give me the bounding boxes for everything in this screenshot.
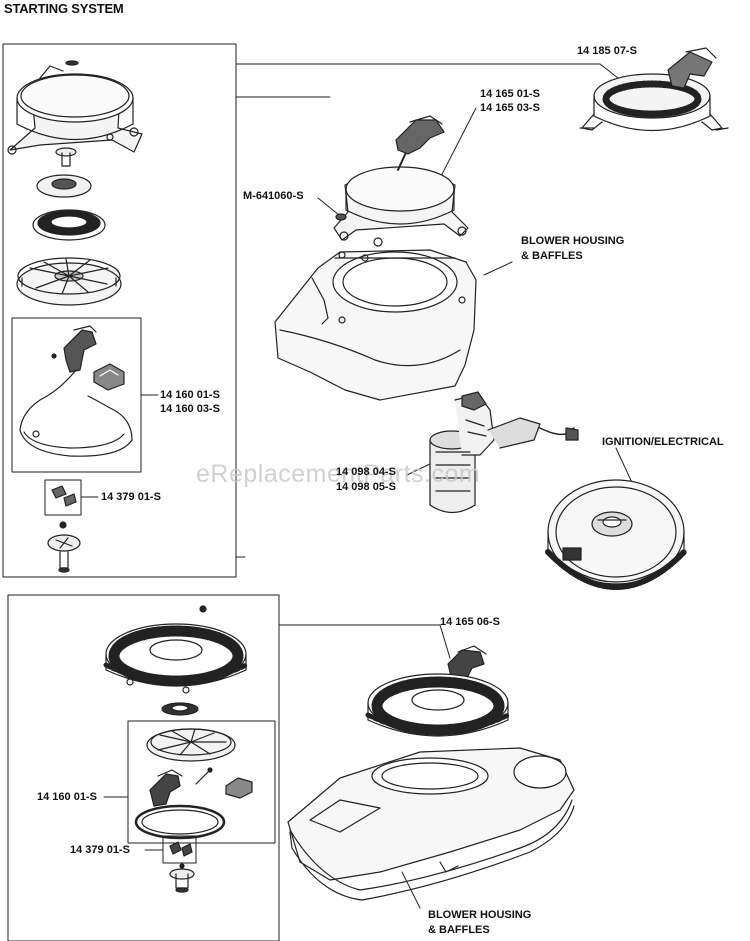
spring-cup-part (36, 174, 92, 198)
recoil-assembly-lower-right-part (365, 645, 511, 737)
blower-housing-upper-part (274, 249, 477, 401)
pin-part (51, 353, 57, 359)
handle-part (63, 325, 97, 373)
recoil-housing-part (7, 60, 143, 155)
label-14-165-03-s: 14 165 03-S (480, 102, 540, 114)
rope-part (19, 369, 133, 457)
lower-rope-insert-part (225, 777, 253, 799)
lower-rope-part (134, 804, 226, 840)
label-14-160-03-s: 14 160 03-S (160, 403, 220, 415)
lower-pulley-part (146, 728, 236, 762)
label-14-379-01-s-lower: 14 379 01-S (70, 844, 130, 856)
label-14-098-04-s: 14 098 04-S (336, 466, 396, 478)
lower-rope-end-part (195, 769, 211, 785)
watermark: eReplacementParts.com (196, 460, 481, 488)
page-title: STARTING SYSTEM (4, 1, 124, 16)
lower-pawl-part (169, 841, 193, 857)
pawl-part (51, 485, 77, 507)
label-14-160-01-s-upper: 14 160 01-S (160, 389, 220, 401)
label-baffles-2: & BAFFLES (428, 924, 490, 936)
label-baffles-1: & BAFFLES (521, 250, 583, 262)
label-14-379-01-s-upper: 14 379 01-S (101, 491, 161, 503)
recoil-spring-part (32, 209, 106, 241)
lower-rope-handle-box (127, 720, 276, 844)
recoil-starter-lower-box (7, 594, 280, 941)
recoil-housing-lower-part (103, 605, 249, 694)
recoil-assembly-middle-part (333, 115, 469, 247)
rope-insert-part (93, 363, 125, 391)
label-ignition-electrical: IGNITION/ELECTRICAL (602, 436, 724, 448)
label-14-185-07-s: 14 185 07-S (577, 45, 637, 57)
pawl-kit-box (44, 479, 82, 516)
label-14-165-01-s: 14 165 01-S (480, 88, 540, 100)
recoil-assembly-top-right-part (579, 47, 729, 132)
lower-retainer-part (169, 863, 195, 893)
lower-spring-part (161, 702, 199, 716)
center-screw-part (55, 147, 77, 167)
label-blower-housing-2: BLOWER HOUSING (428, 909, 532, 921)
label-14-098-05-s: 14 098 05-S (336, 481, 396, 493)
m641060-screw-part (335, 213, 347, 221)
lower-handle-part (149, 769, 183, 807)
label-m-641060-s: M-641060-S (243, 190, 304, 202)
label-14-165-06-s: 14 165 06-S (440, 616, 500, 628)
pulley-part (16, 257, 122, 306)
blower-housing-lower-part (287, 747, 575, 901)
retainer-part (47, 534, 81, 573)
starter-motor-part (429, 391, 579, 514)
recoil-starter-box (2, 43, 237, 578)
label-blower-housing-1: BLOWER HOUSING (521, 235, 625, 247)
label-14-160-01-s-lower: 14 160 01-S (37, 791, 97, 803)
flywheel-part (545, 479, 687, 590)
